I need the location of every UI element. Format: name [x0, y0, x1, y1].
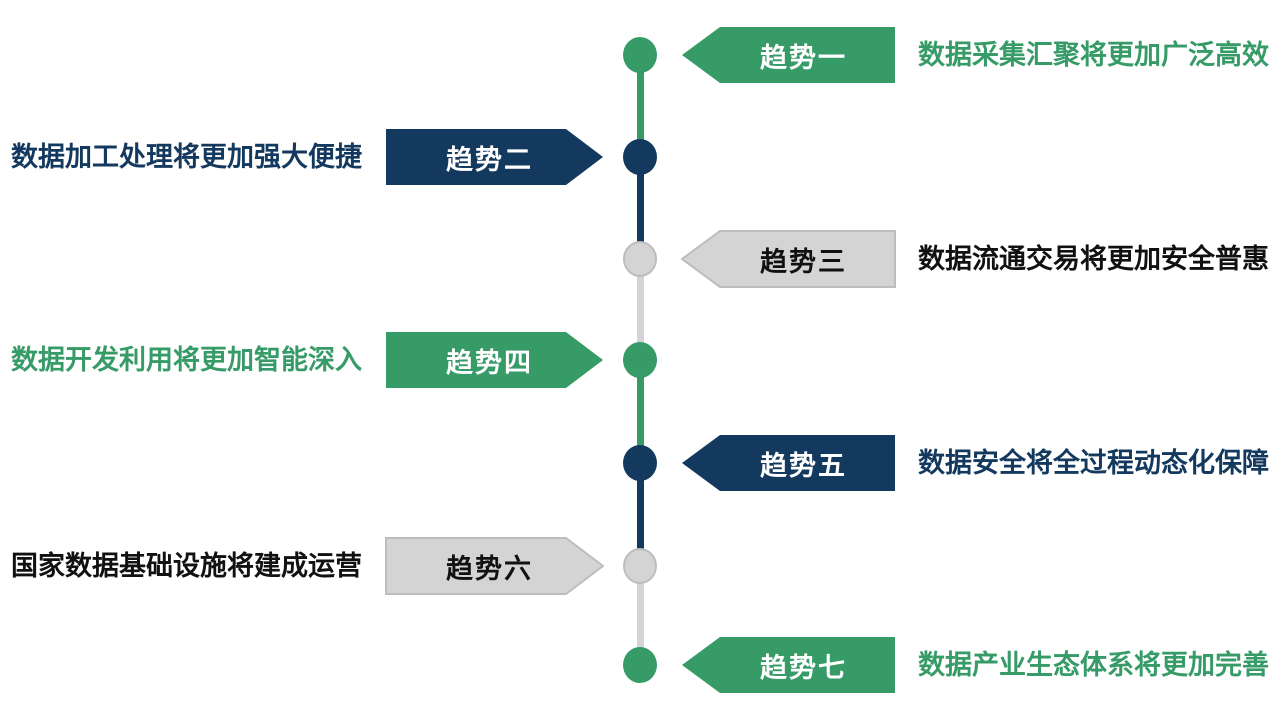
- timeline-node: [623, 445, 657, 481]
- banner-pennant-shape: [681, 230, 896, 288]
- trend-banner: 趋势三: [681, 230, 896, 288]
- timeline-connector: [636, 55, 644, 157]
- trend-banner: 趋势六: [385, 537, 604, 595]
- trend-banner-label: 趋势七: [760, 652, 847, 683]
- banner-pennant-shape: [385, 537, 604, 595]
- timeline-connector: [636, 259, 644, 360]
- trend-banner-label: 趋势三: [760, 246, 847, 277]
- timeline-connector: [636, 463, 644, 566]
- trend-banner-label: 趋势四: [446, 347, 533, 378]
- trend-description: 国家数据基础设施将建成运营: [11, 551, 362, 581]
- trend-banner-label: 趋势五: [760, 450, 847, 481]
- trend-description: 数据开发利用将更加智能深入: [11, 345, 362, 375]
- trend-description: 数据流通交易将更加安全普惠: [918, 244, 1269, 274]
- timeline-node: [623, 37, 657, 73]
- timeline-connector: [636, 566, 644, 665]
- trend-banner: 趋势一: [681, 26, 896, 84]
- timeline-node: [623, 241, 657, 277]
- timeline-connector: [636, 157, 644, 259]
- timeline-connector: [636, 360, 644, 463]
- banner-pennant-shape: [682, 27, 895, 83]
- timeline-node: [623, 342, 657, 378]
- trend-banner: 趋势四: [385, 331, 604, 389]
- trend-banner: 趋势二: [385, 128, 604, 186]
- trend-description: 数据加工处理将更加强大便捷: [11, 142, 362, 172]
- banner-pennant-shape: [386, 129, 603, 185]
- banner-pennant-shape: [682, 435, 895, 491]
- trend-banner: 趋势七: [681, 636, 896, 694]
- timeline-node: [623, 647, 657, 683]
- trend-banner: 趋势五: [681, 434, 896, 492]
- banner-pennant-shape: [386, 332, 603, 388]
- timeline-node: [623, 139, 657, 175]
- trend-banner-label: 趋势一: [760, 42, 847, 73]
- trend-banner-label: 趋势六: [446, 553, 533, 584]
- trend-description: 数据安全将全过程动态化保障: [918, 448, 1269, 478]
- trend-banner-label: 趋势二: [446, 144, 533, 175]
- trend-description: 数据采集汇聚将更加广泛高效: [918, 40, 1269, 70]
- timeline-node: [623, 548, 657, 584]
- banner-pennant-shape: [682, 637, 895, 693]
- trend-description: 数据产业生态体系将更加完善: [918, 650, 1269, 680]
